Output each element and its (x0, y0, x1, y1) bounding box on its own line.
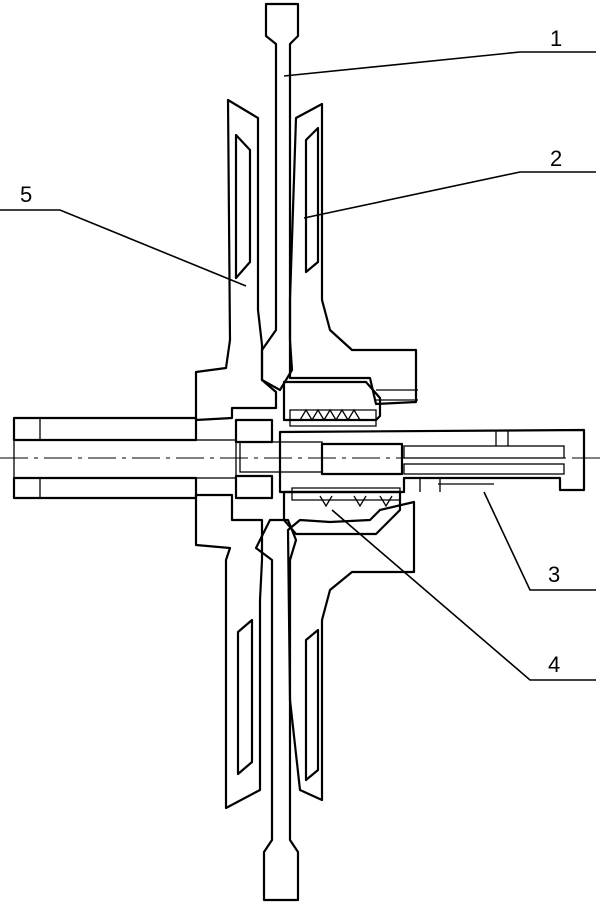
leader-lines (0, 51, 596, 681)
label-3: 3 (548, 562, 560, 587)
part-2-housing (286, 102, 418, 802)
label-1: 1 (550, 26, 562, 51)
part-labels: 1 2 3 4 5 (20, 26, 562, 677)
leader-1 (283, 51, 596, 77)
leader-5 (0, 209, 247, 287)
part-1-disc (234, 2, 300, 902)
part-3-shaft (239, 428, 586, 494)
part-5-housing (12, 98, 278, 810)
leader-4 (331, 509, 596, 681)
leader-3 (483, 491, 596, 591)
leader-2 (303, 171, 596, 219)
label-2: 2 (550, 146, 562, 171)
label-5: 5 (20, 182, 32, 207)
label-4: 4 (548, 652, 560, 677)
